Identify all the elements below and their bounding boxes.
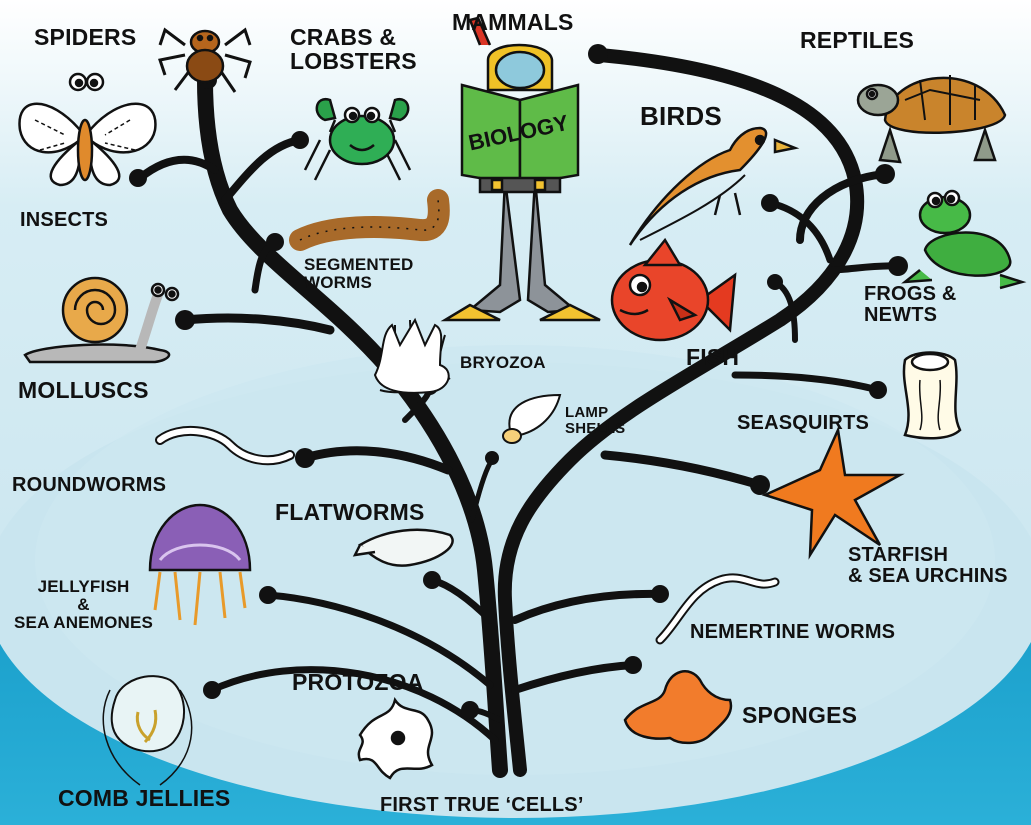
label-starfish-sea-urchins: STARFISH & SEA URCHINS: [848, 545, 1008, 587]
label-jellyfish-sea-anemones: JELLYFISH & SEA ANEMONES: [14, 578, 153, 632]
node-reptiles: [875, 164, 895, 184]
node-fish: [767, 274, 783, 290]
seasquirt-icon: [904, 353, 960, 439]
node-flatworms: [423, 571, 441, 589]
label-fish: FISH: [686, 345, 739, 369]
label-molluscs: MOLLUSCS: [18, 378, 149, 402]
label-comb-jellies: COMB JELLIES: [58, 786, 230, 810]
label-flatworms: FLATWORMS: [275, 500, 425, 524]
label-birds: BIRDS: [640, 103, 722, 130]
label-bryozoa: BRYOZOA: [460, 354, 546, 372]
node-insects: [129, 169, 147, 187]
label-nemertine-worms: NEMERTINE WORMS: [690, 622, 895, 643]
label-sponges: SPONGES: [742, 703, 857, 727]
label-seasquirts: SEASQUIRTS: [737, 413, 869, 434]
node-seasquirts: [869, 381, 887, 399]
label-roundworms: ROUNDWORMS: [12, 475, 166, 496]
label-reptiles: REPTILES: [800, 28, 914, 52]
node-roundworms: [295, 448, 315, 468]
node-molluscs: [175, 310, 195, 330]
label-protozoa: PROTOZOA: [292, 670, 424, 694]
node-segmented-worms: [266, 233, 284, 251]
node-mammals: [588, 44, 608, 64]
node-sponges: [624, 656, 642, 674]
node-lamp-shells: [485, 451, 499, 465]
label-insects: INSECTS: [20, 210, 108, 231]
label-crabs-lobsters: CRABS & LOBSTERS: [290, 25, 417, 73]
node-nemertine: [651, 585, 669, 603]
node-comb-jellies: [203, 681, 221, 699]
label-segmented-worms: SEGMENTED WORMS: [304, 256, 413, 292]
node-crabs: [291, 131, 309, 149]
node-starfish: [750, 475, 770, 495]
label-mammals: MAMMALS: [452, 10, 574, 34]
label-first-true-cells: FIRST TRUE ‘CELLS’: [380, 795, 584, 816]
bryozoan-icon: [375, 320, 450, 393]
node-jellyfish: [259, 586, 277, 604]
node-protozoa: [461, 701, 479, 719]
label-frogs-newts: FROGS & NEWTS: [864, 284, 957, 326]
label-spiders: SPIDERS: [34, 25, 136, 49]
label-lamp-shells: LAMP SHELLS: [565, 405, 625, 437]
node-frogs: [888, 256, 908, 276]
node-birds: [761, 194, 779, 212]
